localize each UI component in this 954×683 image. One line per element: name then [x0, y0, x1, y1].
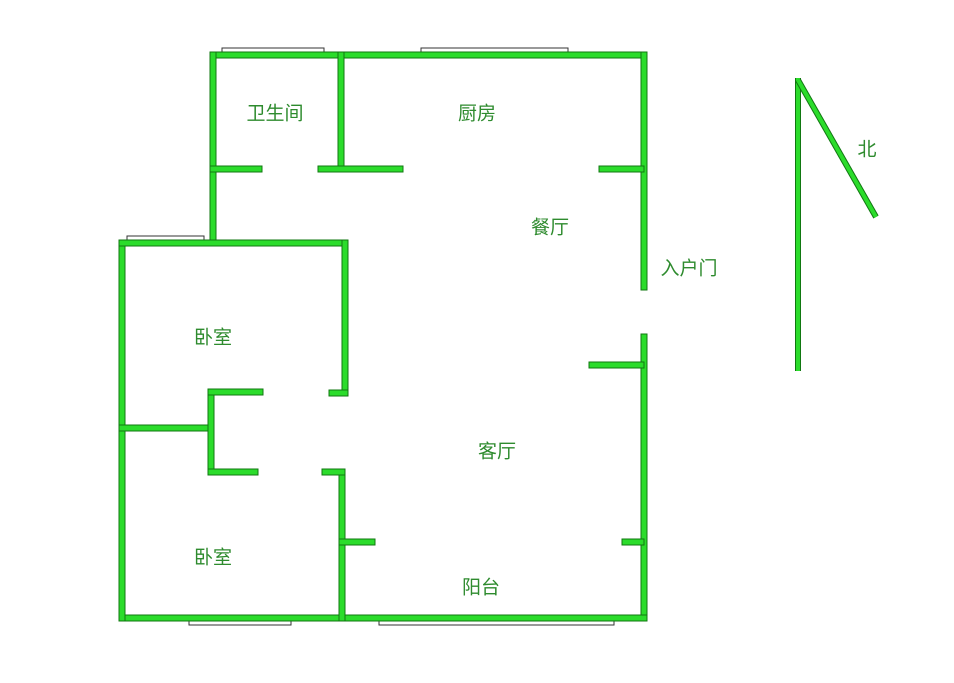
- north-arrow-icon: [795, 78, 879, 371]
- room-label-bedroom-upper: 卧室: [193, 326, 233, 349]
- wall-kitchen-stub: [317, 165, 404, 173]
- wall-closet: [207, 388, 215, 476]
- wall-bath-kitchen: [337, 51, 345, 173]
- wall-closet-top: [207, 388, 264, 396]
- room-label-bathroom: 卫生间: [246, 102, 304, 125]
- wall-top: [209, 51, 648, 59]
- wall-bedroom-divider: [118, 424, 213, 432]
- room-label-living: 客厅: [477, 440, 517, 463]
- room-label-bedroom-lower: 卧室: [193, 546, 233, 569]
- wall-bathroom-left: [209, 51, 217, 247]
- room-label-kitchen: 厨房: [457, 102, 497, 125]
- wall-lower-bedroom-stub: [321, 468, 346, 476]
- room-label-entrance: 入户门: [660, 257, 718, 280]
- wall-bedroom-top: [118, 239, 349, 247]
- wall-bottom: [118, 614, 648, 622]
- wall-balcony-right-stub: [621, 538, 645, 546]
- wall-bedroom-door-stub: [328, 389, 349, 397]
- wall-balcony-left-stub: [338, 538, 376, 546]
- room-label-dining: 餐厅: [530, 216, 570, 239]
- wall-bath-stub: [209, 165, 263, 173]
- wall-bedroom-right: [341, 239, 349, 396]
- room-label-balcony: 阳台: [461, 576, 501, 599]
- wall-right-lower: [640, 333, 648, 622]
- wall-closet-bottom: [207, 468, 259, 476]
- wall-entrance-stub: [588, 361, 645, 369]
- wall-kitchen-right-stub: [598, 165, 645, 173]
- walls: [118, 51, 648, 622]
- compass-north-label: 北: [857, 138, 877, 161]
